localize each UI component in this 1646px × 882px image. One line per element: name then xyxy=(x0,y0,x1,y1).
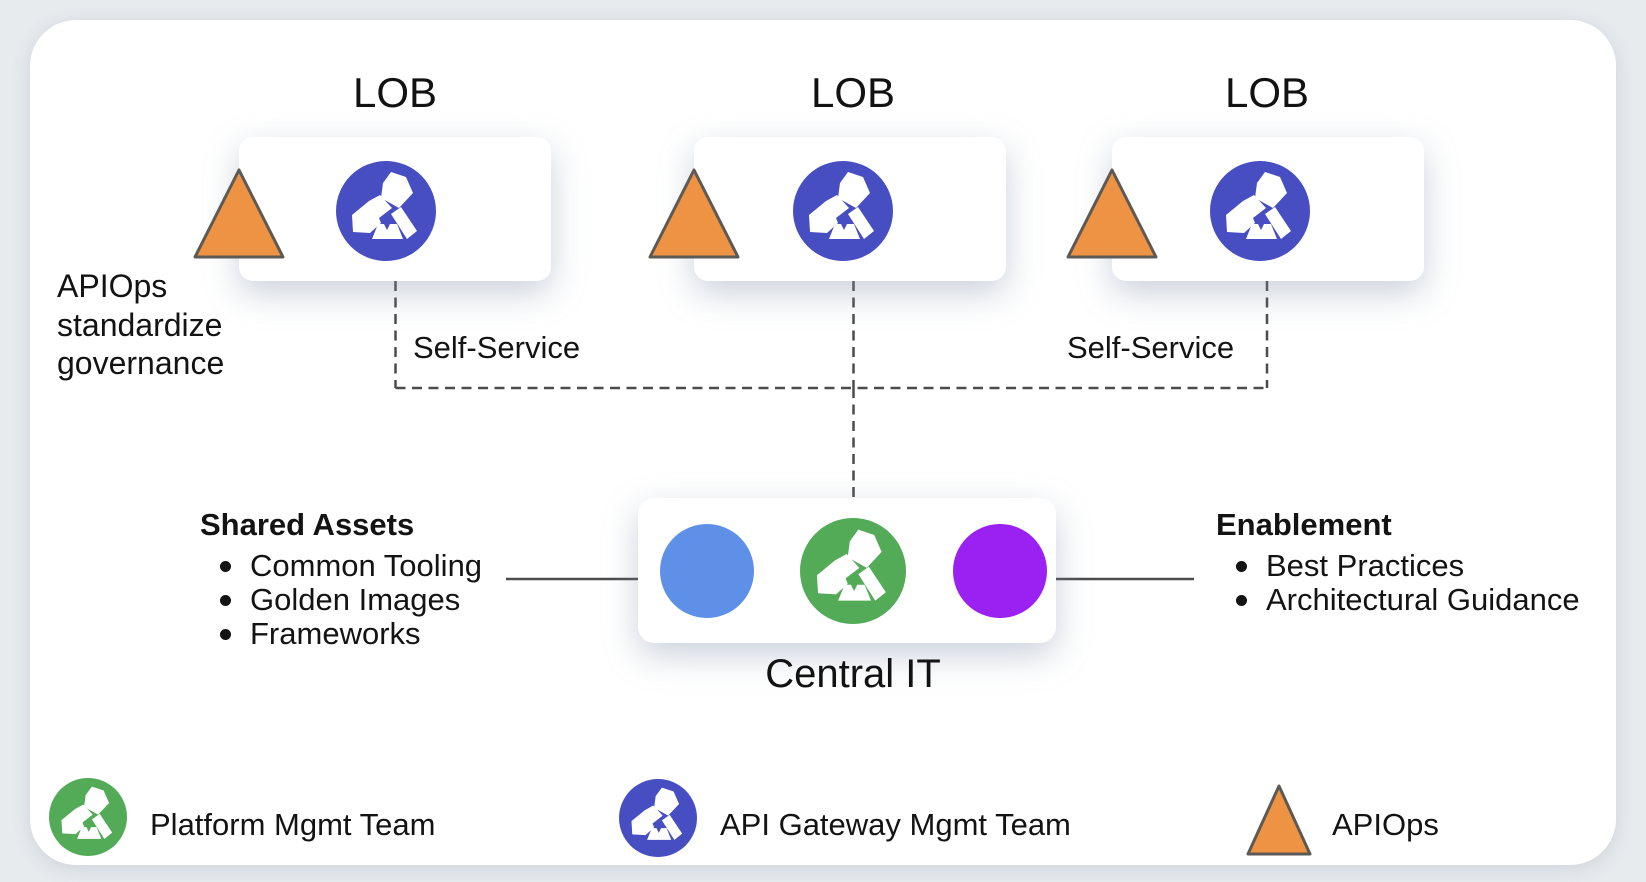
caption-line-2: standardize xyxy=(57,306,223,343)
self-service-label-right: Self-Service xyxy=(1067,330,1235,365)
list-item: Common Tooling xyxy=(200,548,483,583)
list-item-label: Frameworks xyxy=(250,616,421,651)
list-item: Golden Images xyxy=(200,582,482,617)
legend-kong-gorilla-icon-green xyxy=(49,778,127,856)
list-item-label: Architectural Guidance xyxy=(1266,582,1580,617)
legend-label-api-gateway-mgmt: API Gateway Mgmt Team xyxy=(720,807,1071,842)
lob-label-3: LOB xyxy=(1224,69,1310,116)
list-item-label: Best Practices xyxy=(1266,548,1465,583)
shared-assets-list: Common Tooling Golden Images Frameworks xyxy=(200,548,483,651)
bullet-icon xyxy=(220,594,231,606)
kong-gorilla-icon-blue-3 xyxy=(1210,161,1310,261)
apiops-triangle-icon-2 xyxy=(648,168,740,259)
bullet-icon xyxy=(1236,594,1247,606)
shared-assets-panel: Shared Assets Common Tooling Golden Imag… xyxy=(200,507,482,651)
apiops-governance-caption: APIOps standardize governance xyxy=(57,267,224,383)
lob-label-1: LOB xyxy=(352,69,438,116)
lob-label-2: LOB xyxy=(810,69,896,116)
apiops-triangle-icon-1 xyxy=(193,168,285,259)
legend-label-platform-mgmt: Platform Mgmt Team xyxy=(150,807,436,842)
shared-assets-title: Shared Assets xyxy=(200,507,415,542)
list-item: Best Practices xyxy=(1216,548,1580,583)
list-item: Frameworks xyxy=(200,616,482,651)
kong-gorilla-icon-green-central xyxy=(800,518,906,624)
enablement-list: Best Practices Architectural Guidance xyxy=(1216,548,1580,617)
purple-team-circle xyxy=(953,524,1047,618)
blue-team-circle xyxy=(660,524,754,618)
bullet-icon xyxy=(220,628,231,640)
legend-label-apiops: APIOps xyxy=(1332,807,1439,842)
central-it-label: Central IT xyxy=(765,652,941,696)
apiops-triangle-icon-3 xyxy=(1066,168,1158,259)
self-service-label-left: Self-Service xyxy=(413,330,581,365)
caption-line-1: APIOps xyxy=(57,268,168,304)
legend-apiops-triangle-icon xyxy=(1246,784,1312,856)
bullet-icon xyxy=(220,560,231,572)
kong-gorilla-icon-blue-1 xyxy=(336,161,436,261)
diagram-panel: LOB LOB LOB xyxy=(30,20,1616,865)
list-item-label: Golden Images xyxy=(250,582,461,617)
enablement-title: Enablement xyxy=(1216,507,1392,542)
kong-gorilla-icon-blue-2 xyxy=(793,161,893,261)
list-item-label: Common Tooling xyxy=(250,548,483,583)
enablement-panel: Enablement Best Practices Architectural … xyxy=(1216,507,1580,617)
legend-kong-gorilla-icon-blue xyxy=(619,779,697,857)
bullet-icon xyxy=(1236,560,1247,572)
list-item: Architectural Guidance xyxy=(1216,582,1580,617)
caption-line-3: governance xyxy=(57,345,225,381)
